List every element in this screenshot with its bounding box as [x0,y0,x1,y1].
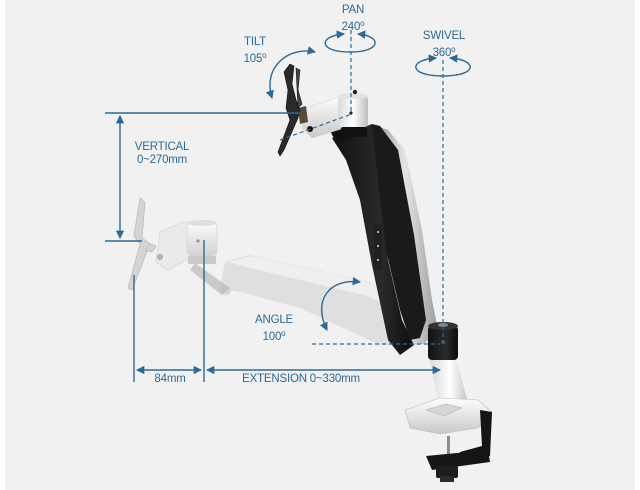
rotation-axes [279,30,444,345]
upper-arm [332,124,438,355]
vertical-label: VERTICAL 0~270mm [128,141,196,167]
upper-vesa-plate [277,63,303,157]
vertical-title: VERTICAL [134,141,190,153]
tilt-value: 105o [243,51,267,65]
angle-title: ANGLE [255,314,293,326]
lowered-tilt-head [155,220,230,295]
pan-title: PAN [341,4,365,16]
swivel-title: SWIVEL [422,30,466,42]
tilt-title: TILT [244,36,266,48]
rotation-arrows [265,30,471,331]
pan-value: 240o [341,19,365,33]
tilt-label: TILT 105o [239,36,271,66]
base-pivot [428,322,458,360]
dimension-lines [105,112,442,382]
vertical-value: 0~270mm [136,154,188,166]
desk-clamp [404,397,493,482]
swivel-value: 360o [432,45,456,59]
angle-label: ANGLE 100o [252,314,296,344]
angle-value: 100o [262,329,286,343]
diagram-background [5,0,635,490]
swivel-label: SWIVEL 360o [420,30,468,60]
pan-label: PAN 240o [336,4,370,34]
lowered-vesa-plate [127,197,157,291]
offset-label: 84mm [154,373,186,385]
extension-label: EXTENSION 0~330mm [242,373,360,385]
upper-tilt-head [298,89,368,142]
